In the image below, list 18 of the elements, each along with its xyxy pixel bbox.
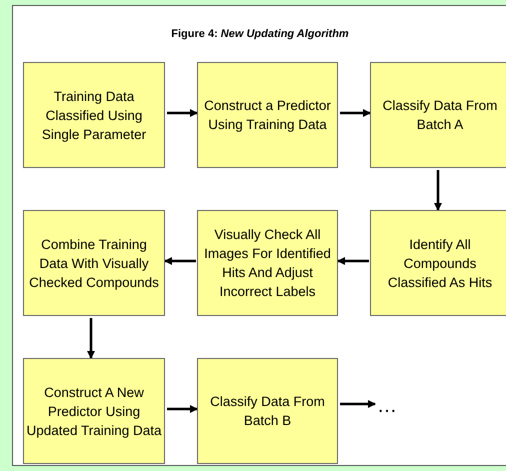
process-box: Construct A New Predictor Using Updated Training Data	[23, 358, 165, 464]
process-box: Combine Training Data With Visually Checked Compounds	[23, 210, 165, 316]
ellipsis-text: …	[377, 396, 397, 416]
process-box: Identify All Compounds Classified As Hits	[370, 210, 506, 316]
arrow	[340, 400, 376, 408]
process-box: Classify Data From Batch B	[197, 358, 338, 464]
arrow	[340, 109, 371, 117]
arrow	[164, 257, 196, 265]
arrow	[434, 170, 442, 211]
process-box: Visually Check All Images For Identified Hits And Adjust Incorrect Labels	[197, 210, 338, 316]
process-box: Classify Data From Batch A	[370, 62, 506, 168]
arrow	[337, 257, 369, 265]
figure-title: Figure 4: New Updating Algorithm	[170, 28, 350, 40]
arrow	[167, 405, 198, 413]
arrow	[167, 109, 198, 117]
process-box: Construct a Predictor Using Training Data	[197, 62, 338, 168]
process-box: Training Data Classified Using Single Parameter	[23, 62, 165, 168]
arrow	[87, 318, 95, 359]
